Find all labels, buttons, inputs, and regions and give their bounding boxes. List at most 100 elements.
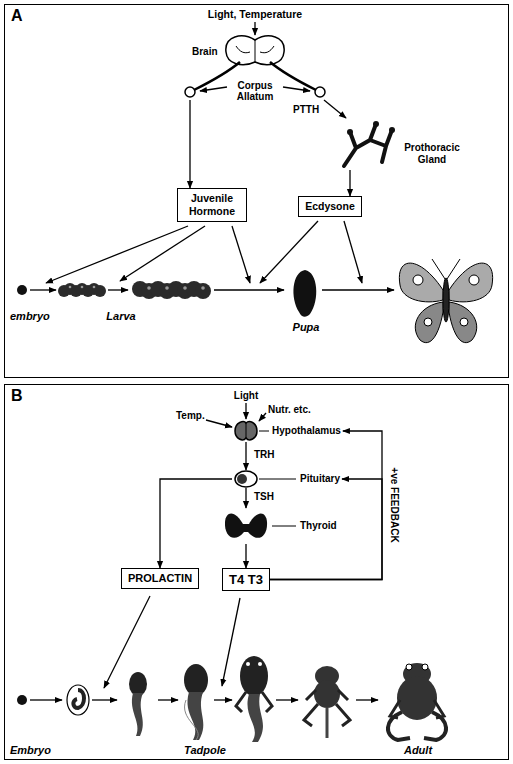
organ-label: Brain bbox=[192, 46, 218, 58]
tadpole-drawing bbox=[184, 664, 208, 696]
gland-drawing bbox=[347, 129, 353, 135]
tadpole-drawing bbox=[258, 662, 262, 666]
stage-arrow bbox=[158, 699, 178, 700]
feedback-label: +ve FEEDBACK bbox=[388, 467, 400, 542]
signal-arrow bbox=[232, 226, 250, 283]
brain-drawing bbox=[236, 40, 274, 62]
stage-arrow bbox=[322, 289, 394, 290]
larva-drawing bbox=[69, 286, 72, 289]
signal-arrow bbox=[120, 226, 205, 281]
signal-connector bbox=[349, 170, 350, 196]
pituitary-drawing bbox=[237, 474, 247, 484]
thyroid-drawing bbox=[222, 508, 298, 544]
butterfly-drawing bbox=[449, 263, 493, 302]
gland-drawing bbox=[344, 124, 392, 166]
hormone-box: Juvenile Hormone bbox=[177, 188, 247, 222]
panel-letter: A bbox=[11, 7, 23, 25]
organ-label: Thyroid bbox=[300, 520, 337, 532]
frog-drawing bbox=[388, 712, 446, 740]
gland-drawing: Prothoracic Gland bbox=[336, 118, 466, 170]
signal-connector bbox=[245, 442, 246, 470]
panel-frame: BHypothalamusPituitaryThyroidPROLACTINT4… bbox=[4, 384, 509, 760]
box-text: Juvenile Hormone bbox=[184, 192, 240, 218]
larva-drawing bbox=[81, 286, 84, 289]
frog-drawing bbox=[314, 680, 340, 708]
tadpole-drawing bbox=[187, 692, 203, 740]
signal-arrow bbox=[283, 87, 310, 91]
stage-label: embryo bbox=[10, 310, 50, 323]
signal-arrow bbox=[200, 87, 227, 91]
tadpole-drawing bbox=[246, 662, 250, 666]
tadpole-drawing bbox=[247, 694, 262, 742]
butterfly-drawing bbox=[449, 302, 477, 343]
edge-label: PTTH bbox=[292, 104, 320, 116]
stage-arrow bbox=[214, 699, 232, 700]
stage-arrow bbox=[276, 699, 298, 700]
gland-drawing bbox=[336, 118, 398, 170]
input-label: Light bbox=[234, 390, 258, 402]
pituitary-drawing bbox=[232, 470, 298, 488]
tadpole-drawing bbox=[240, 656, 268, 696]
signal-arrow bbox=[46, 22, 362, 688]
signal-arrow bbox=[245, 403, 246, 419]
signal-connector bbox=[160, 479, 232, 568]
butterfly-drawing bbox=[432, 259, 460, 279]
frog-embryo bbox=[17, 695, 27, 705]
butterfly-drawing bbox=[469, 275, 479, 285]
organ-label: Pituitary bbox=[300, 473, 340, 485]
larva-drawing bbox=[93, 286, 96, 289]
stage-label: Embryo bbox=[10, 744, 51, 757]
stage-arrow bbox=[30, 699, 62, 700]
larva-drawing bbox=[195, 283, 211, 299]
input-label: Light, Temperature bbox=[208, 8, 302, 20]
hypothalamus-drawing bbox=[235, 422, 257, 440]
stage-arrow bbox=[92, 699, 117, 700]
larva-drawing bbox=[69, 286, 205, 290]
thyroid-drawing bbox=[248, 513, 267, 537]
stage-arrow bbox=[30, 289, 56, 290]
thyroid-drawing bbox=[272, 526, 296, 527]
butterfly-drawing bbox=[424, 318, 432, 326]
stage-arrow bbox=[108, 289, 128, 290]
hypothalamus-drawing bbox=[246, 423, 247, 438]
signal-connector bbox=[245, 488, 246, 508]
hormone-box: Ecdysone bbox=[298, 196, 362, 217]
edge-label: TSH bbox=[253, 491, 275, 503]
stage-label: Adult bbox=[404, 744, 432, 757]
signal-connector bbox=[245, 544, 246, 568]
signal-arrow bbox=[259, 413, 266, 421]
stage-arrow bbox=[30, 290, 394, 700]
frog-embryo bbox=[73, 690, 84, 708]
pituitary-drawing bbox=[259, 479, 296, 480]
box-text: PROLACTIN bbox=[128, 572, 192, 585]
pupa-drawing bbox=[293, 270, 316, 317]
hypothalamus-drawing: Hypothalamus bbox=[232, 420, 343, 442]
frog-embryo bbox=[67, 685, 89, 715]
butterfly-drawing bbox=[460, 318, 468, 326]
butterfly-drawing bbox=[413, 275, 423, 285]
signal-connector bbox=[324, 100, 346, 118]
frog-drawing bbox=[326, 708, 329, 738]
frog-drawing bbox=[304, 663, 446, 740]
frog-drawing bbox=[422, 664, 428, 670]
pituitary-drawing bbox=[235, 471, 257, 487]
pituitary-drawing: Pituitary bbox=[232, 470, 342, 488]
butterfly-drawing bbox=[415, 302, 443, 343]
organ-label: Prothoracic Gland bbox=[400, 142, 464, 166]
hypothalamus-drawing bbox=[259, 431, 269, 432]
larva-drawing bbox=[183, 286, 187, 290]
butterfly-drawing bbox=[443, 278, 449, 322]
brain-drawing bbox=[315, 87, 325, 97]
signal-connector bbox=[189, 100, 190, 188]
panel-letter: B bbox=[11, 387, 23, 405]
thyroid-drawing: Thyroid bbox=[222, 508, 339, 544]
larva-drawing bbox=[58, 281, 211, 299]
organ-label: Hypothalamus bbox=[272, 425, 341, 437]
edge-label: TRH bbox=[253, 449, 276, 461]
frog-drawing bbox=[406, 664, 412, 670]
larva-drawing bbox=[201, 286, 205, 290]
part-label: Corpus Allatum bbox=[229, 80, 281, 102]
signal-arrow bbox=[344, 221, 362, 283]
